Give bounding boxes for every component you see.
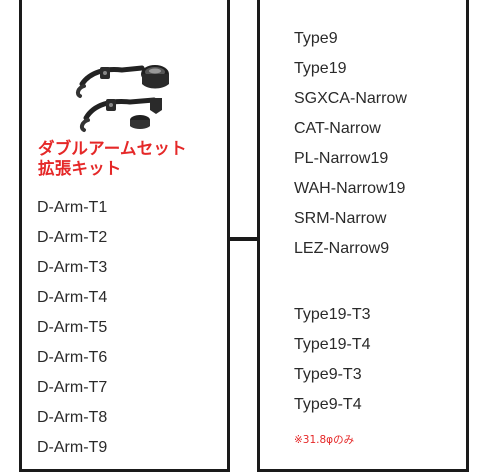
list-item: Type19-T4 [294, 336, 371, 353]
left-panel [19, 0, 230, 472]
list-item: CAT-Narrow [294, 120, 381, 137]
connector-line [230, 237, 257, 241]
bicycle-dual-arm-mount-icon [75, 65, 169, 132]
list-item: Type9 [294, 30, 338, 47]
list-item: PL-Narrow19 [294, 150, 389, 167]
list-item: Type19-T3 [294, 306, 371, 323]
compatible-type-list-t-series: Type19-T3 Type19-T4 Type9-T3 Type9-T4 [294, 300, 370, 420]
list-item: Type9-T4 [294, 396, 362, 413]
list-item: D-Arm-T3 [37, 259, 108, 276]
list-item: WAH-Narrow19 [294, 180, 406, 197]
footnote: ※31.8φのみ [294, 434, 355, 446]
compatible-type-list: Type9 Type19 SGXCA-Narrow CAT-Narrow PL-… [294, 24, 407, 264]
product-title-line2: 拡張キット [38, 159, 122, 178]
right-panel [257, 0, 469, 472]
list-item: Type19 [294, 60, 347, 77]
product-title: ダブルアームセット 拡張キット [38, 139, 218, 179]
list-item: LEZ-Narrow9 [294, 240, 390, 257]
list-item: D-Arm-T2 [37, 229, 108, 246]
product-title-line1: ダブルアームセット [38, 139, 187, 158]
list-item: D-Arm-T4 [37, 289, 108, 306]
list-item: D-Arm-T8 [37, 409, 108, 426]
list-item: SRM-Narrow [294, 210, 387, 227]
list-item: D-Arm-T1 [37, 199, 108, 216]
list-item: Type9-T3 [294, 366, 362, 383]
list-item: D-Arm-T9 [37, 439, 108, 456]
list-item: D-Arm-T6 [37, 349, 108, 366]
list-item: D-Arm-T5 [37, 319, 108, 336]
list-item: SGXCA-Narrow [294, 90, 407, 107]
arm-model-list: D-Arm-T1 D-Arm-T2 D-Arm-T3 D-Arm-T4 D-Ar… [37, 193, 107, 463]
list-item: D-Arm-T7 [37, 379, 108, 396]
